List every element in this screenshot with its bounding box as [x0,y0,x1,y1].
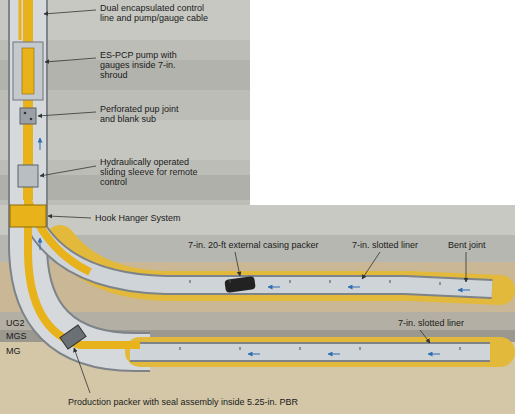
callout-label: Perforated pup joint and blank sub [100,104,195,124]
callout-label: UG2 [6,318,25,328]
callout-label: 7-in. slotted liner [352,240,418,250]
leader-line [45,58,96,62]
liner-outline [30,215,492,289]
stratum [0,175,515,200]
callout-label: Dual encapsulated control line and pump/… [100,3,212,23]
callout-label: Hook Hanger System [95,213,181,223]
leader-line [362,252,380,279]
flow-arrow [328,354,340,355]
control-line [19,0,22,40]
perforation [24,112,27,115]
stratum [0,60,515,90]
sliding-sleeve [18,165,38,187]
callout-label: Bent joint [448,240,486,250]
stratum [0,120,515,160]
leader-line [420,330,430,343]
pcp-pump [22,48,34,94]
callout-label: Hydraulically operated sliding sleeve fo… [100,157,200,187]
callout-label: ES-PCP pump with gauges inside 7-in. shr… [100,50,190,80]
flow-arrow [458,290,470,291]
perforated-pup-joint [20,108,36,124]
flow-arrows [40,138,470,354]
callout-label: Production packer with seal assembly ins… [68,397,298,407]
callout-label: 7-in. slotted liner [398,318,464,328]
leader-line [466,252,467,282]
liner-slots [180,280,460,350]
callout-label: MG [6,346,21,356]
casing-packer [224,276,256,293]
slot [190,280,440,285]
flow-arrow [348,287,360,288]
leader-line [48,216,91,218]
flow-arrow [40,138,41,150]
stratum [0,0,515,40]
liner-outline [130,342,490,362]
perforation [30,118,33,121]
flow-arrow [268,287,280,288]
callout-label: MGS [6,331,27,341]
leader-line [40,166,96,176]
callout-label: 7-in. 20-ft external casing packer [188,240,319,250]
slotted-liner [30,215,492,289]
slotted-liner [130,344,490,360]
flow-arrow [428,354,440,355]
flow-arrow [248,354,260,355]
slot [180,347,460,350]
leader-line [74,348,90,393]
leader-lines [38,10,466,393]
hook-hanger [10,205,46,227]
flow-arrow [40,238,41,250]
production-packer [60,325,86,349]
leader-line [235,252,240,276]
pump-shroud [13,42,43,100]
leader-line [38,112,96,116]
stratum [0,205,515,235]
leader-line [44,10,96,14]
